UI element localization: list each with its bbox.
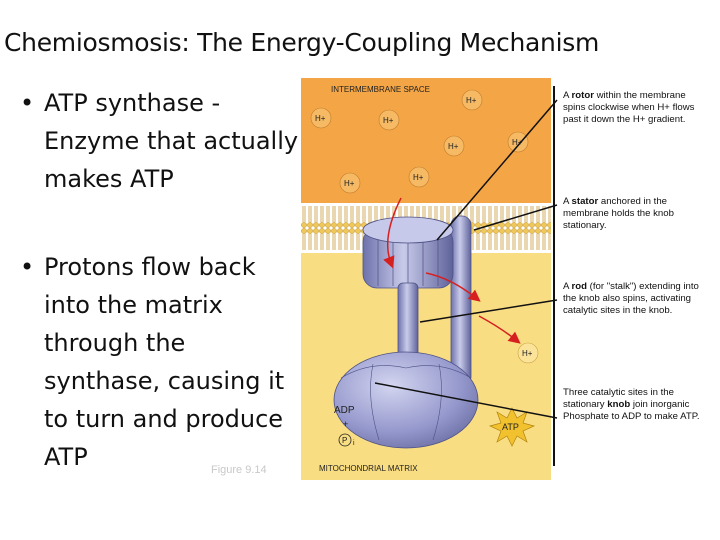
adp-label: ADP (334, 405, 355, 416)
proton-label: H+ (448, 142, 459, 151)
annotation-rotor-post: within the membrane spins clockwise when… (563, 90, 695, 125)
bullet-list: ATP synthase - Enzyme that actually make… (14, 84, 304, 476)
phosphate-subscript: i (353, 440, 355, 447)
proton-label: H+ (512, 138, 523, 147)
annotation-rotor: A rotor within the membrane spins clockw… (563, 90, 703, 126)
proton-ion: H+ (507, 131, 529, 153)
annotation-rod: A rod (for "stalk") extending into the k… (563, 281, 703, 317)
stator-arm (450, 215, 472, 387)
phosphate-icon (338, 433, 352, 447)
proton-ion: H+ (408, 166, 430, 188)
proton-ion: H+ (517, 342, 539, 364)
proton-label: H+ (466, 96, 477, 105)
atp-synthase-diagram: INTERMEMBRANE SPACE MITOCHONDRIAL MATRIX… (301, 78, 555, 480)
annotation-rotor-term: rotor (571, 90, 594, 101)
atp-label: ATP (502, 422, 519, 432)
annotation-stator-term: stator (571, 196, 599, 207)
proton-label: H+ (383, 116, 394, 125)
rotor (362, 216, 454, 289)
proton-label: H+ (413, 173, 424, 182)
proton-label: H+ (522, 349, 533, 358)
catalytic-knob (333, 351, 479, 449)
matrix-label: MITOCHONDRIAL MATRIX (319, 464, 418, 473)
annotation-knob: Three catalytic sites in the stationary … (563, 387, 703, 423)
page-title: Chemiosmosis: The Energy-Coupling Mechan… (4, 28, 600, 57)
proton-ion: H+ (461, 89, 483, 111)
annotation-stator-post: anchored in the membrane holds the knob … (563, 196, 674, 231)
annotation-knob-pre: Three catalytic sites in the stationary (563, 387, 674, 410)
proton-label: H+ (315, 114, 326, 123)
figure-reference: Figure 9.14 (211, 464, 267, 476)
proton-ion: H+ (443, 135, 465, 157)
annotation-knob-term: knob (607, 399, 631, 410)
phosphate-label: P (342, 436, 347, 445)
annotation-rod-post: (for "stalk") extending into the knob al… (563, 281, 699, 316)
annotation-stator-pre: A (563, 196, 572, 207)
annotation-rotor-pre: A (563, 90, 572, 101)
proton-ion: H+ (310, 107, 332, 129)
annotation-stator: A stator anchored in the membrane holds … (563, 196, 703, 232)
annotation-rod-pre: A (563, 281, 572, 292)
annotation-rod-term: rod (571, 281, 588, 292)
plus-label: + (343, 419, 348, 429)
annotation-knob-post: join inorganic Phosphate to ADP to make … (563, 399, 700, 422)
bullet-atp-synthase: ATP synthase - Enzyme that actually make… (14, 84, 304, 198)
bullet-protons-flow: Protons flow back into the matrix throug… (14, 248, 304, 476)
proton-label: H+ (344, 179, 355, 188)
proton-ion: H+ (378, 109, 400, 131)
proton-ion: H+ (339, 172, 361, 194)
adp-plus-phosphate: ADP + P i (334, 405, 355, 447)
intermembrane-label: INTERMEMBRANE SPACE (331, 85, 430, 94)
